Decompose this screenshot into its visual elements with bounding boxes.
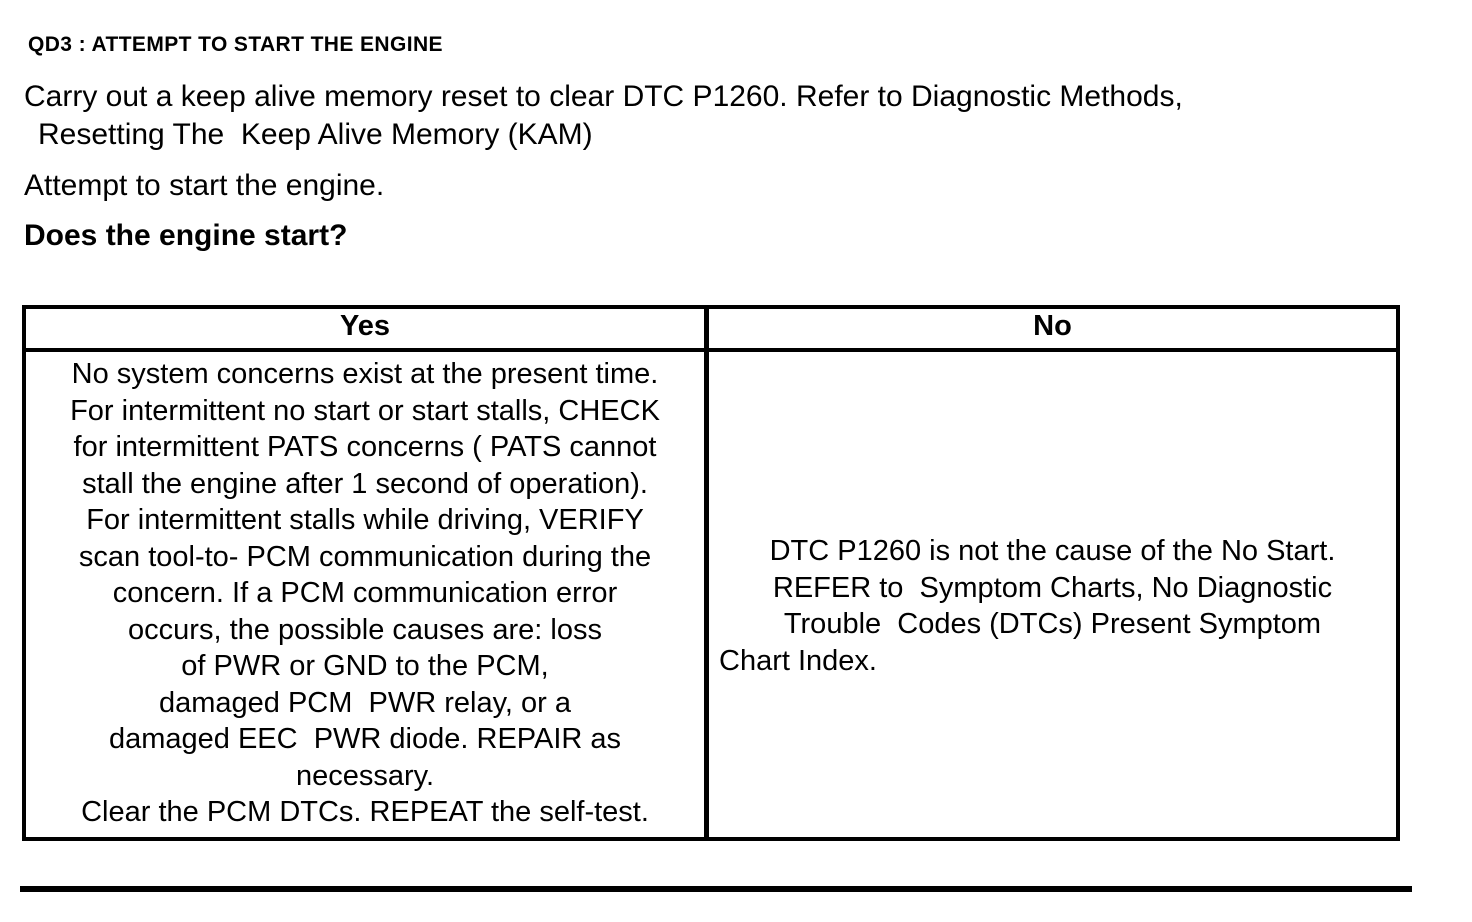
text-line: damaged PCM PWR relay, or a	[158, 686, 572, 719]
text-line: scan tool-to- PCM communication during t…	[78, 540, 652, 573]
text-line: Clear the PCM DTCs. REPEAT the self-test…	[81, 796, 649, 828]
no-result-cell: DTC P1260 is not the cause of the No Sta…	[709, 352, 1396, 837]
text-line: For intermittent no start or start stall…	[70, 394, 660, 427]
page-title: QD3 : ATTEMPT TO START THE ENGINE	[28, 33, 443, 56]
yes-column-header: Yes	[26, 309, 709, 352]
intro-paragraph: Carry out a keep alive memory reset to c…	[24, 78, 1472, 154]
text-line: occurs, the possible causes are: loss	[128, 613, 602, 646]
intro-line-2: Resetting The Keep Alive Memory (KAM)	[38, 118, 593, 151]
text-line: Chart Index.	[719, 644, 877, 677]
text-line: DTC P1260 is not the cause of the No Sta…	[769, 535, 1336, 568]
bottom-divider-rule	[20, 886, 1412, 892]
text-line: damaged EEC PWR diode. REPAIR as	[108, 723, 622, 755]
action-instruction: Attempt to start the engine.	[24, 169, 385, 202]
decision-question: Does the engine start?	[24, 219, 348, 252]
no-column-header: No	[709, 309, 1396, 352]
text-line: of PWR or GND to the PCM,	[181, 650, 549, 682]
text-line: No system concerns exist at the present …	[71, 358, 659, 390]
text-line: For intermittent stalls while driving, V…	[86, 504, 644, 536]
text-line: necessary.	[295, 759, 435, 792]
text-line: Trouble Codes (DTCs) Present Symptom	[783, 608, 1322, 641]
text-line: concern. If a PCM communication error	[112, 577, 618, 609]
yes-no-result-table: Yes No No system concerns exist at the p…	[22, 305, 1400, 841]
text-line: stall the engine after 1 second of opera…	[82, 467, 648, 500]
text-line: REFER to Symptom Charts, No Diagnostic	[772, 571, 1333, 604]
intro-line-1: Carry out a keep alive memory reset to c…	[24, 80, 1183, 113]
text-line: for intermittent PATS concerns ( PATS ca…	[73, 431, 657, 463]
yes-result-cell: No system concerns exist at the present …	[26, 352, 709, 837]
